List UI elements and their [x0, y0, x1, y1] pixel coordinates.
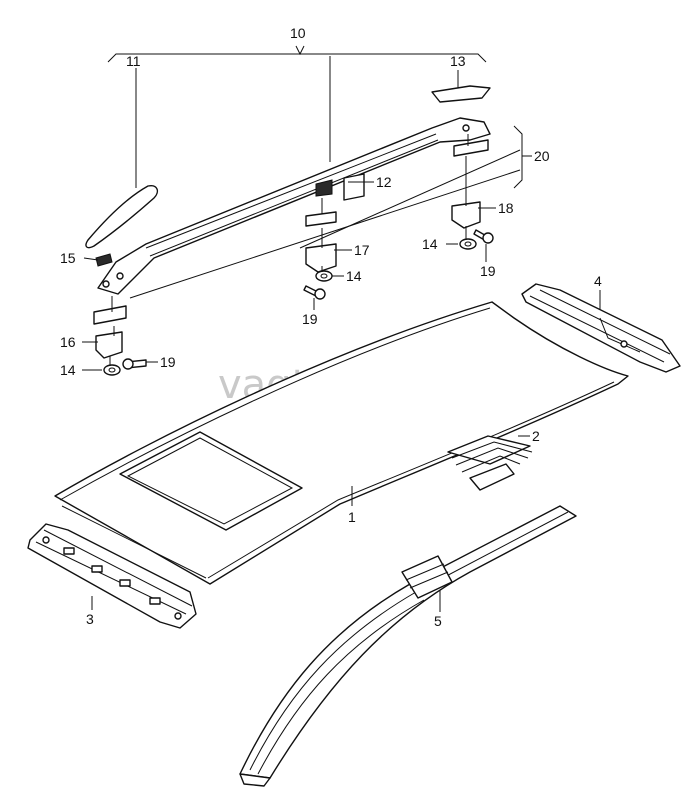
- insulation-strips: [447, 435, 533, 491]
- callout-14-right: 14: [422, 236, 438, 252]
- roof-panel: [54, 301, 629, 585]
- callout-19-left: 19: [160, 354, 176, 370]
- bracket-16: [93, 305, 127, 359]
- side-roof-frame: [239, 505, 577, 787]
- callout-14-center: 14: [346, 268, 362, 284]
- callout-20: 20: [534, 148, 550, 164]
- rail-clip: [315, 179, 333, 197]
- callout-4: 4: [594, 273, 602, 289]
- callout-10: 10: [290, 25, 306, 41]
- rear-cross-member: [521, 283, 681, 373]
- callout-12: 12: [376, 174, 392, 190]
- callout-15: 15: [60, 250, 76, 266]
- callout-14-left: 14: [60, 362, 76, 378]
- callout-17: 17: [354, 242, 370, 258]
- rear-rail-cap: [431, 85, 491, 103]
- callout-18: 18: [498, 200, 514, 216]
- callout-16: 16: [60, 334, 76, 350]
- nut-14-right: [459, 238, 477, 250]
- callout-2: 2: [532, 428, 540, 444]
- nut-14-center: [315, 270, 333, 282]
- callout-19-center: 19: [302, 311, 318, 327]
- bolt-19-center: [303, 285, 326, 300]
- callout-19-right: 19: [480, 263, 496, 279]
- roof-rail: [97, 117, 491, 295]
- bolt-19-left: [122, 358, 147, 370]
- clip-15: [95, 253, 113, 267]
- front-rail-cap: [85, 184, 159, 249]
- bolt-19-right: [473, 229, 494, 244]
- callout-11: 11: [126, 53, 141, 69]
- callout-3: 3: [86, 611, 94, 627]
- front-cross-member: [27, 523, 197, 629]
- rail-cover: [343, 173, 365, 201]
- callout-1: 1: [348, 509, 356, 525]
- callout-13: 13: [450, 53, 466, 69]
- nut-14-left: [103, 364, 121, 376]
- callout-5: 5: [434, 613, 442, 629]
- bracket-17: [305, 211, 337, 273]
- bracket-18: [451, 139, 489, 229]
